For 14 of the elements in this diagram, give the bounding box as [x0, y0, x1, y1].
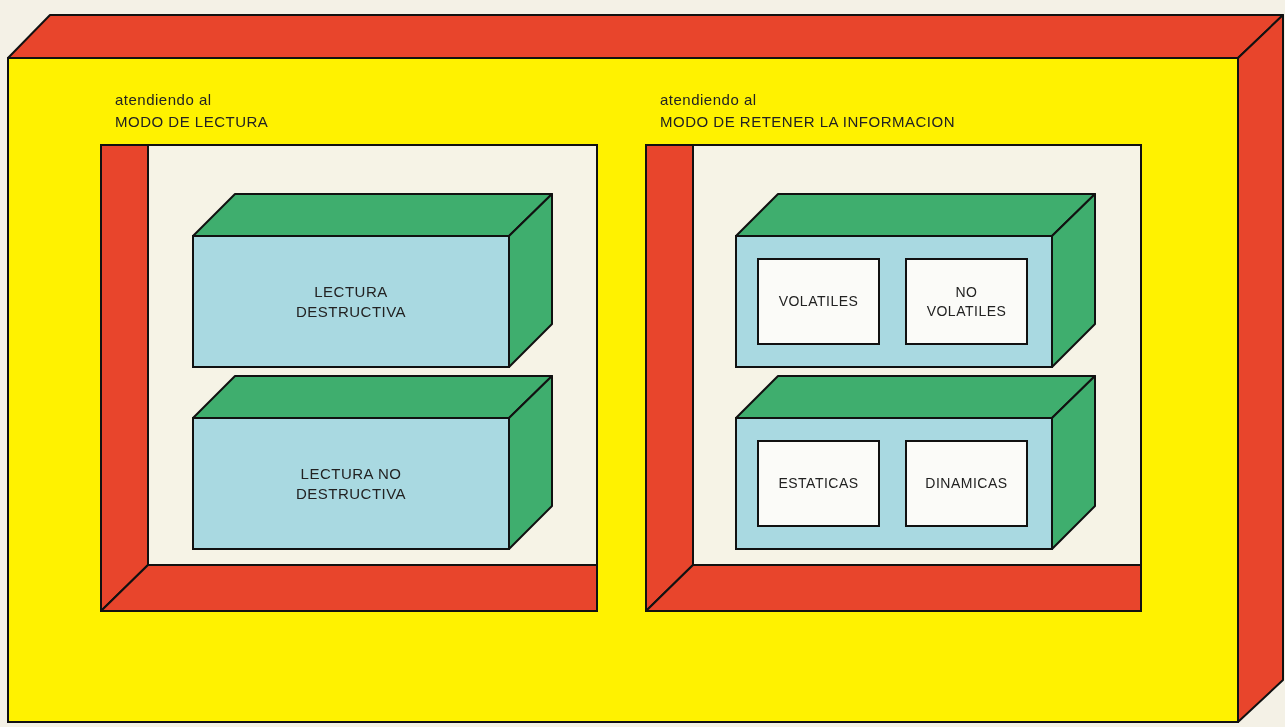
label-text: NO VOLATILES — [925, 282, 1008, 321]
heading-text: MODO DE RETENER LA INFORMACION — [660, 113, 956, 130]
subheading-text: atendiendo al — [115, 91, 212, 108]
label-text: LECTURA NO DESTRUCTIVA — [294, 463, 408, 504]
label-text: DINAMICAS — [925, 474, 1008, 493]
label-panel — [757, 440, 880, 527]
label-text: VOLATILES — [778, 292, 859, 311]
label-panel — [757, 258, 880, 345]
heading-text: MODO DE LECTURA — [115, 113, 269, 130]
subheading-text: atendiendo al — [660, 91, 757, 108]
label-text: LECTURA DESTRUCTIVA — [294, 281, 408, 322]
label-panel — [905, 440, 1028, 527]
label-panel — [905, 258, 1028, 345]
label-text: ESTATICAS — [778, 474, 859, 493]
